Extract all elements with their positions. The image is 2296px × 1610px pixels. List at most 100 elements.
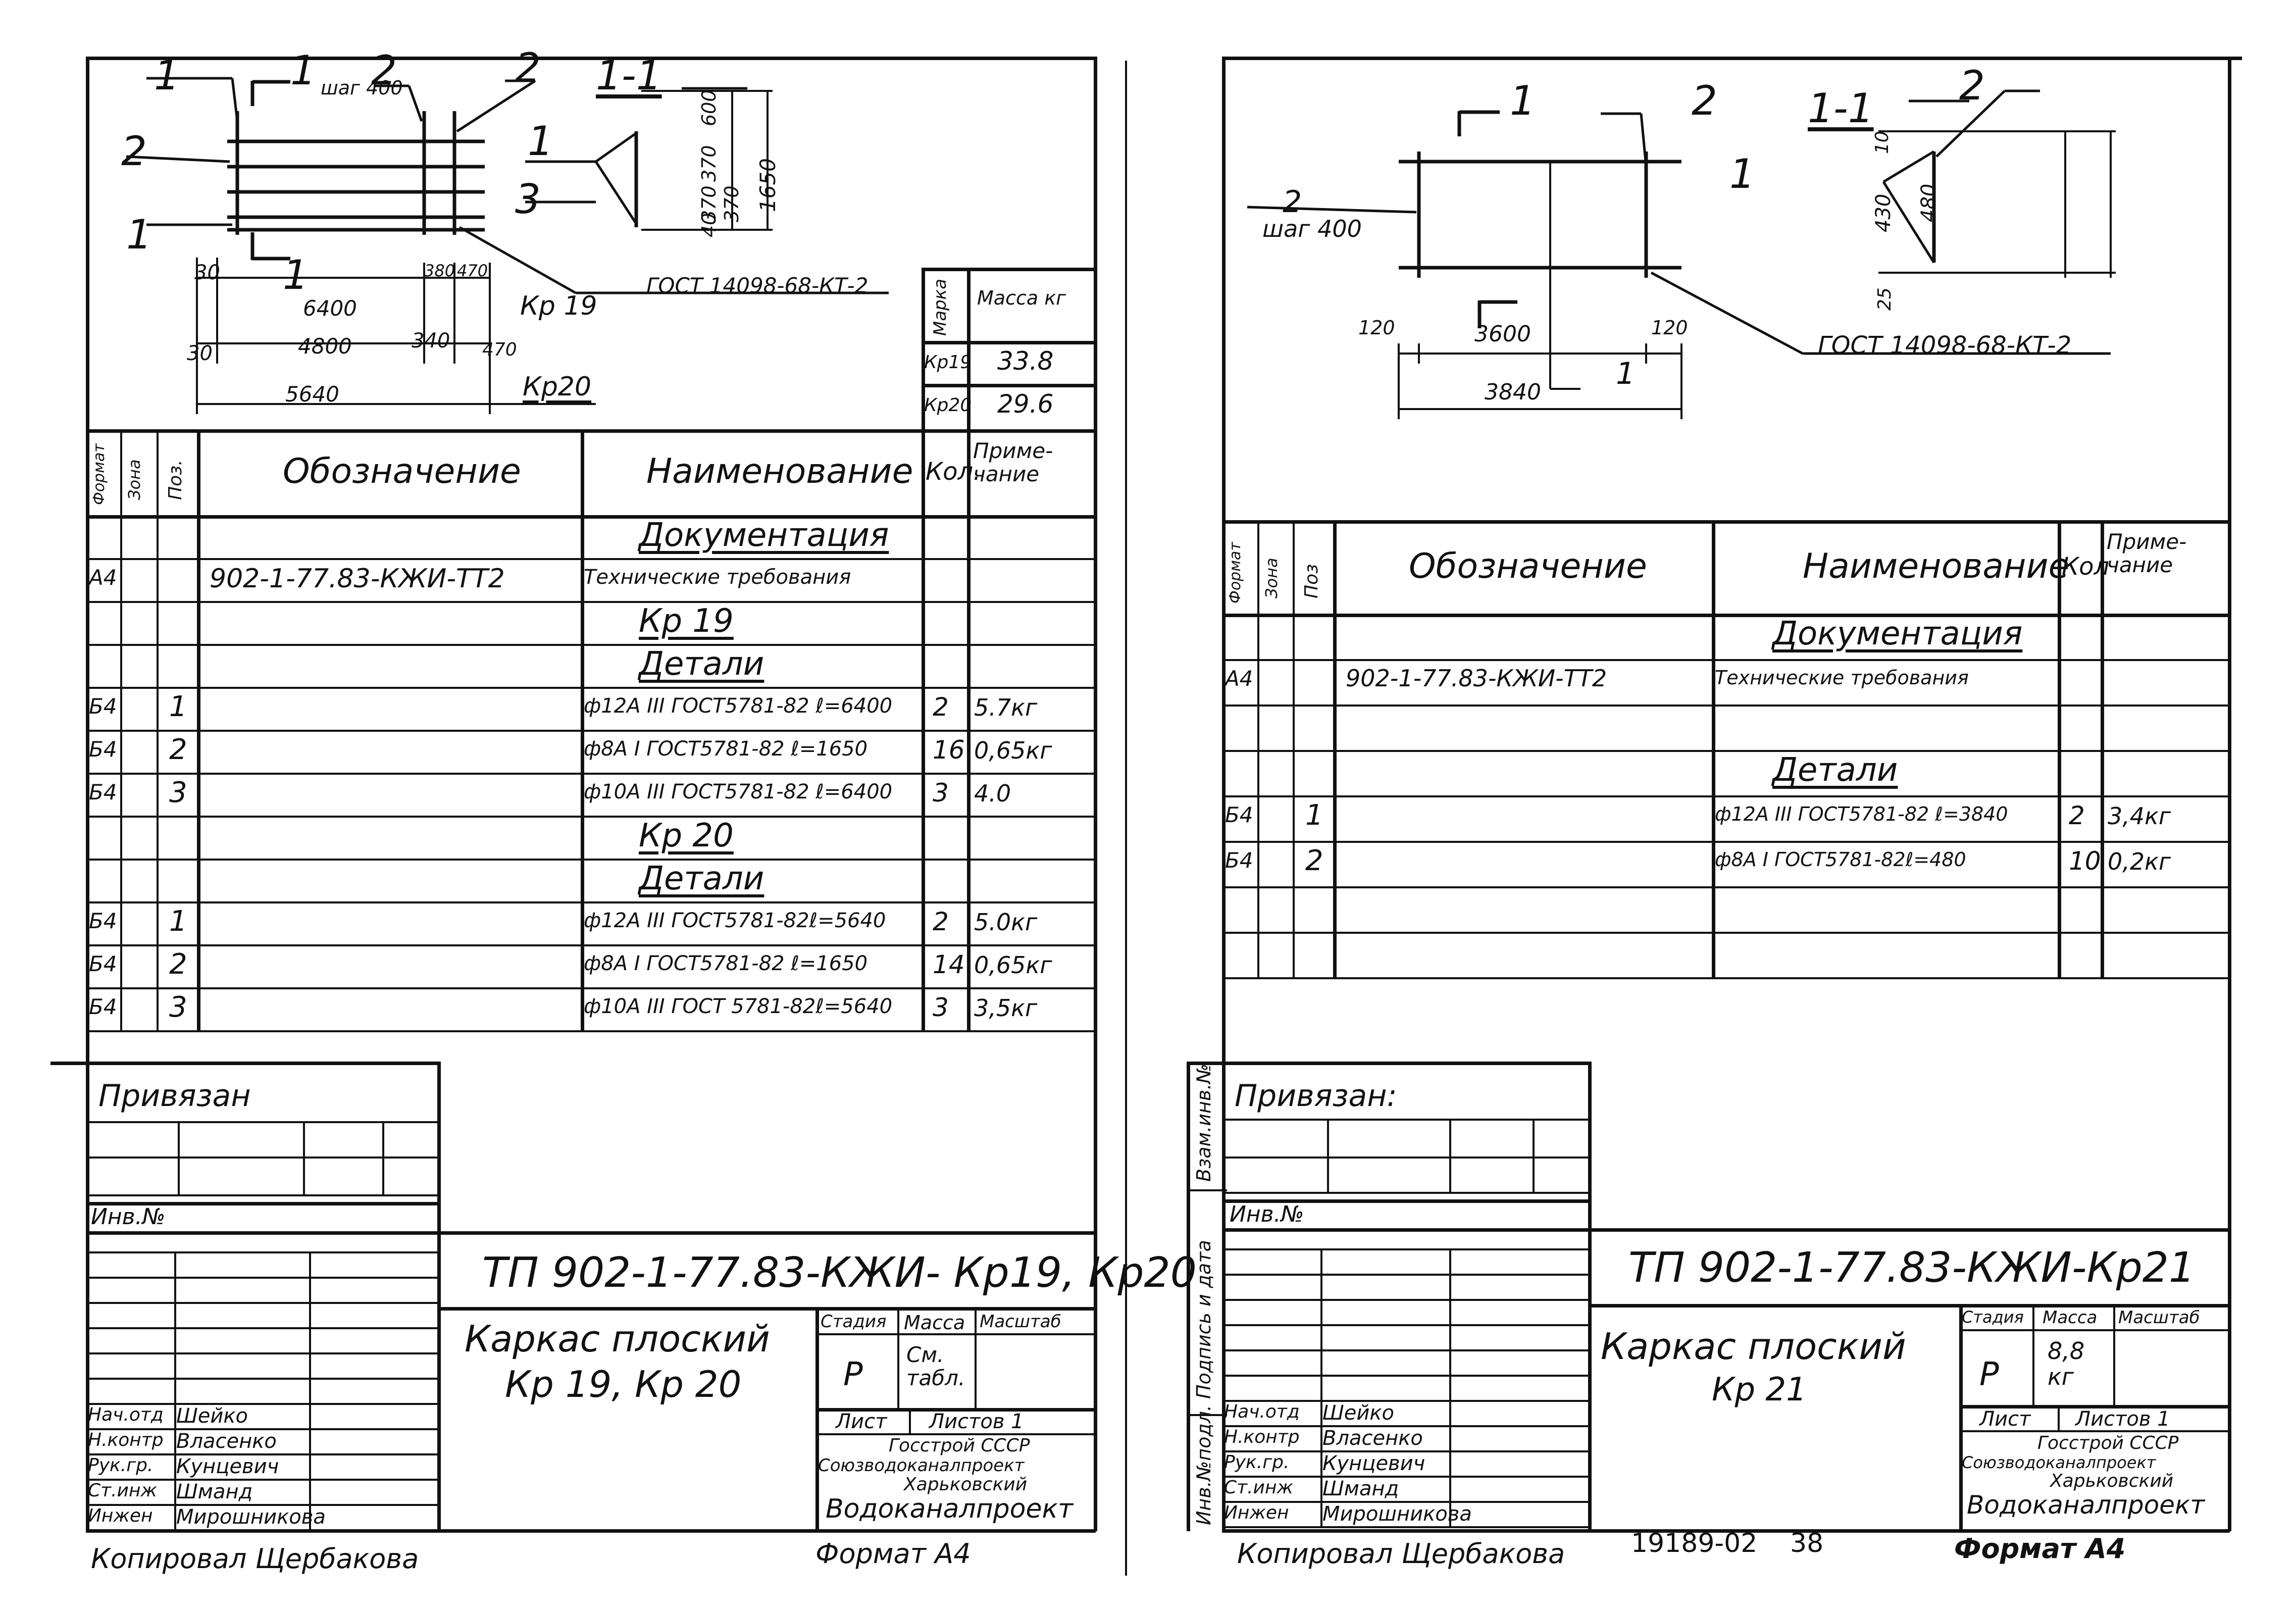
left-row-10-pos: 2	[169, 948, 187, 981]
left-name-line1: Каркас плоский	[465, 1318, 770, 1360]
right-side-stamp-2: Подпись и дата	[1193, 1240, 1215, 1399]
left-row-10-qty: 14	[933, 950, 965, 979]
left-row-9-qty: 2	[933, 907, 949, 936]
left-gost: ГОСТ 14098-68-КТ-2	[646, 273, 869, 298]
right-head-zone: Зона	[1262, 558, 1281, 598]
right-gost: ГОСТ 14098-68-КТ-2	[1818, 331, 2072, 360]
right-head-designation: Обозначение	[1409, 546, 1647, 586]
left-head-designation: Обозначение	[283, 451, 521, 491]
right-row-1-name: Технические требования	[1715, 667, 1969, 689]
left-pos-1-bottom: 1	[126, 211, 152, 258]
left-format: Формат А4	[815, 1538, 971, 1570]
left-row-10-name: ф8А I ГОСТ5781-82 ℓ=1650	[584, 952, 868, 975]
left-step: шаг 400	[321, 77, 403, 99]
left-role-2-role: Рук.гр.	[88, 1455, 154, 1476]
left-row-11-name: ф10А III ГОСТ 5781-82ℓ=5640	[584, 995, 893, 1018]
left-role-4-role: Инжен	[88, 1505, 153, 1526]
right-row-1-fmt: А4	[1225, 666, 1253, 691]
left-dim-5640: 5640	[285, 382, 339, 407]
left-role-1-name: Власенко	[176, 1430, 277, 1453]
right-stage-head: Стадия	[1962, 1307, 2024, 1327]
left-role-3-role: Ст.инж	[88, 1480, 157, 1501]
left-org3: Харьковский	[904, 1474, 1028, 1495]
left-role-0-name: Шейко	[176, 1404, 248, 1428]
left-row-3-name: Детали	[639, 645, 764, 683]
right-step: шаг 400	[1262, 215, 1362, 242]
left-label-kr20: Кр20	[523, 372, 592, 402]
right-dim-3600: 3600	[1474, 321, 1531, 347]
right-row-5-note: 0,2кг	[2108, 848, 2171, 875]
left-dim-6400: 6400	[303, 296, 357, 321]
right-role-4-role: Инжен	[1224, 1502, 1289, 1523]
right-head-note: Приме-чание	[2107, 529, 2187, 578]
right-head-format: Формат	[1227, 542, 1244, 603]
left-row-5-note: 0,65кг	[974, 737, 1052, 764]
right-frame-drawing	[1247, 89, 2116, 419]
left-stage-head: Стадия	[821, 1312, 887, 1332]
right-row-4-fmt: Б4	[1225, 802, 1253, 827]
left-dim-340: 340	[412, 329, 450, 353]
left-row-11-fmt: Б4	[89, 994, 117, 1019]
left-head-qty: Кол.	[926, 458, 981, 486]
right-order: 19189-02	[1631, 1528, 1758, 1558]
left-mass-head: Масса	[904, 1312, 965, 1334]
right-role-1-name: Власенко	[1322, 1427, 1423, 1450]
right-dim-120b: 120	[1651, 317, 1688, 339]
left-row-4-qty: 2	[933, 692, 949, 722]
left-row-6-name: ф10А III ГОСТ5781-82 ℓ=6400	[584, 780, 893, 803]
right-doc-code: ТП 902-1-77.83-КЖИ-Кр21	[1628, 1244, 2196, 1292]
left-stage: Р	[843, 1356, 863, 1393]
left-row-9-pos: 1	[169, 905, 187, 938]
left-row-6-pos: 3	[169, 776, 187, 809]
right-row-4-name: ф12А III ГОСТ5781-82 ℓ=3840	[1715, 803, 2008, 825]
right-head-name: Наименование	[1803, 546, 2070, 586]
left-row-11-qty: 3	[933, 993, 949, 1022]
left-name-line2: Кр 19, Кр 20	[505, 1363, 742, 1405]
right-role-2-role: Рук.гр.	[1224, 1452, 1290, 1473]
right-page: 38	[1790, 1528, 1824, 1558]
right-dim-v-3: 25	[1874, 287, 1895, 311]
left-dim-30a: 30	[194, 261, 220, 284]
right-stage: Р	[1979, 1356, 1999, 1393]
right-row-3-name: Детали	[1772, 751, 1898, 789]
right-head-pos: Поз	[1301, 564, 1322, 598]
left-head-note: Приме-чание	[973, 438, 1053, 487]
left-row-9-name: ф12А III ГОСТ5781-82ℓ=5640	[584, 909, 886, 932]
right-role-3-name: Шманд	[1322, 1477, 1399, 1500]
left-pos-1-top: 1	[154, 52, 180, 99]
left-head-name: Наименование	[646, 451, 913, 491]
left-dim-470b: 470	[482, 339, 517, 360]
right-org3: Харьковский	[2050, 1471, 2174, 1491]
right-dim-v-0: 10	[1872, 131, 1893, 154]
left-pos-2-left: 2	[121, 128, 147, 175]
left-pos-2-topright: 2	[515, 44, 541, 91]
left-row-4-pos: 1	[169, 690, 187, 723]
left-role-1-role: Н.контр	[88, 1430, 164, 1450]
right-role-0-name: Шейко	[1322, 1401, 1395, 1425]
left-row-1-name: Технические требования	[584, 566, 851, 589]
left-section-pos-1: 1	[528, 118, 553, 165]
right-copied: Копировал Щербакова	[1237, 1538, 1565, 1570]
left-row-5-name: ф8А I ГОСТ5781-82 ℓ=1650	[584, 737, 868, 761]
right-inv: Инв.№	[1230, 1201, 1304, 1227]
right-dim-3840: 3840	[1485, 379, 1541, 405]
right-section-pos-2: 2	[1959, 62, 1985, 109]
right-dim-120a: 120	[1358, 317, 1395, 339]
right-row-5-qty: 10	[2069, 846, 2101, 876]
right-sheets-head: Листов 1	[2075, 1407, 2170, 1431]
right-row-5-name: ф8А I ГОСТ5781-82ℓ=480	[1715, 848, 1966, 871]
left-sheet: 1 1 2 шаг 400 2 1-1 2 1 3 1 1 600 370 37…	[0, 0, 1197, 1610]
left-sheets-head: Листов 1	[929, 1410, 1024, 1433]
left-label-kr19: Кр 19	[520, 291, 597, 321]
left-row-6-qty: 3	[933, 778, 949, 808]
right-pos-2-left: 2	[1283, 184, 1302, 220]
right-org1: Госстрой СССР	[2037, 1433, 2179, 1453]
right-mass-head: Масса	[2043, 1307, 2098, 1328]
left-role-2-name: Кунцевич	[176, 1455, 279, 1478]
left-row-4-name: ф12А III ГОСТ5781-82 ℓ=6400	[584, 694, 893, 718]
right-row-5-pos: 2	[1305, 844, 1323, 877]
right-dim-v-1: 430	[1872, 193, 1895, 232]
left-org4: Водоканалпроект	[826, 1494, 1074, 1524]
left-sheet-head: Лист	[836, 1410, 887, 1433]
